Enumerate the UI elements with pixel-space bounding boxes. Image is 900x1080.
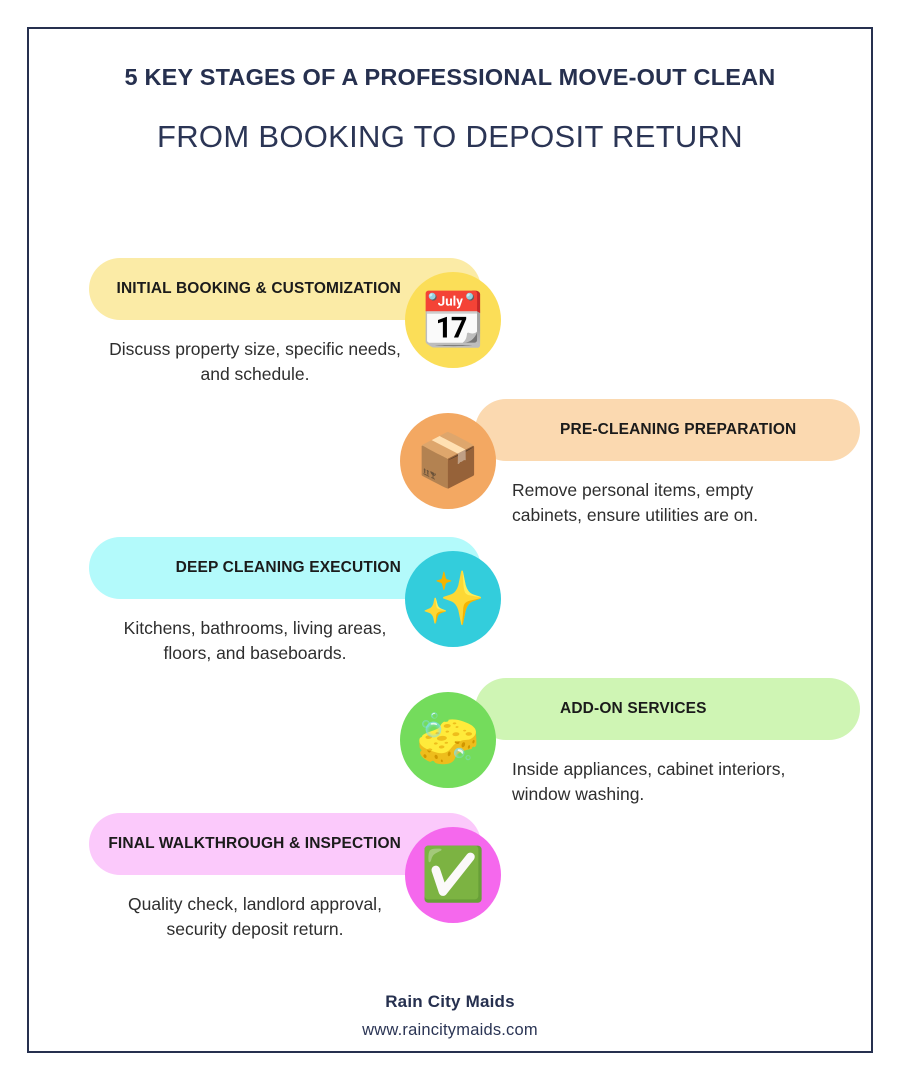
stage-label-2: PRE-CLEANING PREPARATION <box>560 420 797 438</box>
sparkles-icon: ✨ <box>420 570 486 628</box>
stage-pill-4: ADD-ON SERVICES <box>475 678 860 740</box>
poster-content: 5 KEY STAGES OF A PROFESSIONAL MOVE-OUT … <box>27 27 873 1053</box>
stage-label-5: FINAL WALKTHROUGH & INSPECTION <box>108 834 401 852</box>
page-subtitle: FROM BOOKING TO DEPOSIT RETURN <box>156 119 743 155</box>
stage-description-3: Kitchens, bathrooms, living areas, floor… <box>123 618 387 663</box>
stage-icon-circle-1: 📆 <box>405 272 501 368</box>
stage-description-4: Inside appliances, cabinet interiors, wi… <box>512 759 786 804</box>
package-box-icon: 📦 <box>415 432 481 490</box>
stage-icon-circle-5: ✅ <box>405 827 501 923</box>
footer: Rain City Maids www.raincitymaids.com <box>27 992 873 1040</box>
sponge-icon: 🧽 <box>415 711 481 769</box>
stage-icon-circle-2: 📦 <box>400 413 496 509</box>
stage-icon-circle-4: 🧽 <box>400 692 496 788</box>
stage-description-5: Quality check, landlord approval, securi… <box>128 894 382 939</box>
stage-description-1: Discuss property size, specific needs, a… <box>109 339 401 384</box>
stage-label-3: DEEP CLEANING EXECUTION <box>175 558 401 576</box>
page-title: 5 KEY STAGES OF A PROFESSIONAL MOVE-OUT … <box>124 64 776 90</box>
stage-label-1: INITIAL BOOKING & CUSTOMIZATION <box>116 279 401 297</box>
brand-name: Rain City Maids <box>385 992 515 1011</box>
website-url: www.raincitymaids.com <box>362 1021 538 1039</box>
header: 5 KEY STAGES OF A PROFESSIONAL MOVE-OUT … <box>27 63 873 155</box>
check-mark-button-icon: ✅ <box>420 846 486 904</box>
stage-description-2: Remove personal items, empty cabinets, e… <box>512 480 759 525</box>
stage-icon-circle-3: ✨ <box>405 551 501 647</box>
spiral-calendar-icon: 📆 <box>420 291 486 349</box>
stage-pill-2: PRE-CLEANING PREPARATION <box>475 399 860 461</box>
stage-label-4: ADD-ON SERVICES <box>560 699 707 717</box>
